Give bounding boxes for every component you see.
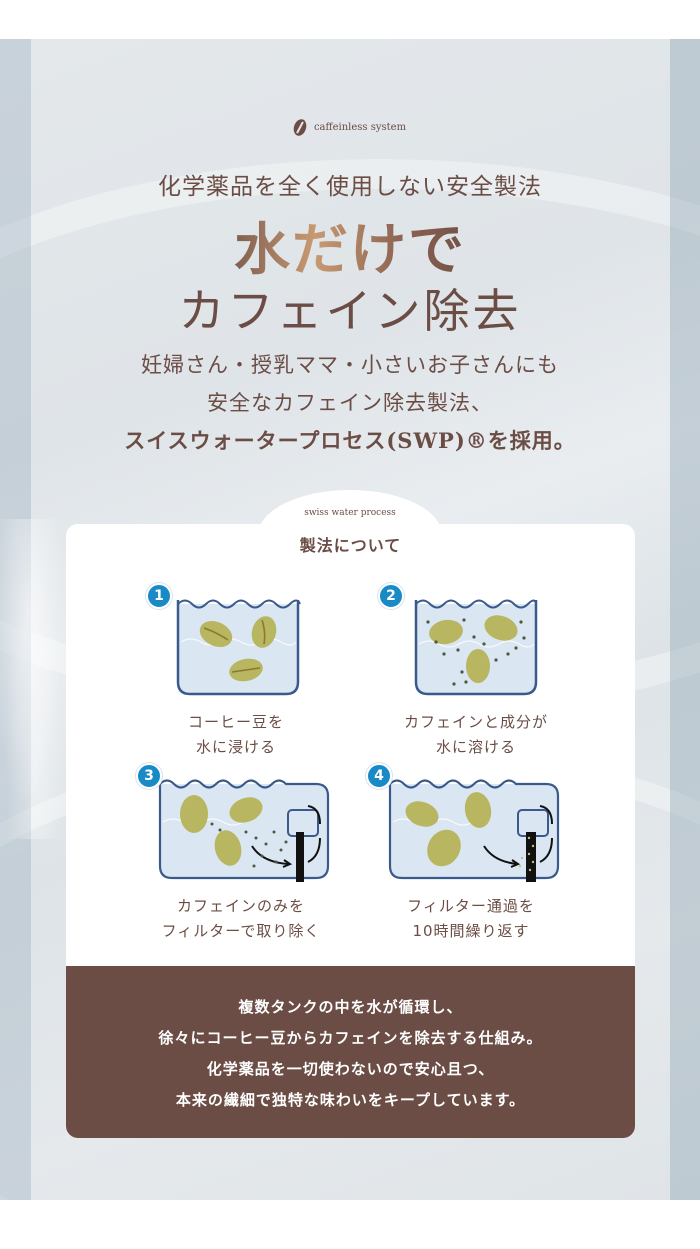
step-number-badge: 3 bbox=[136, 763, 162, 789]
hero-background: caffeinless system 化学薬品を全く使用しない安全製法 水だけで… bbox=[0, 39, 700, 1200]
process-tab-label: swiss water process bbox=[304, 508, 396, 518]
process-step-2: 2 カフェインと成分が 水に溶ける bbox=[366, 582, 586, 762]
step-caption: コーヒー豆を 水に浸ける bbox=[136, 710, 336, 760]
water-splash bbox=[0, 519, 70, 839]
step-number-badge: 1 bbox=[146, 583, 172, 609]
repeat-filter-illustration bbox=[388, 779, 560, 882]
step-number-badge: 4 bbox=[366, 763, 392, 789]
right-edge-strip bbox=[670, 39, 700, 1200]
process-step-1: 1 コーヒー豆を 水に浸ける bbox=[136, 582, 336, 762]
step-caption-line2: 10時間繰り返す bbox=[412, 922, 530, 940]
lead-line2: 安全なカフェイン除去製法、 bbox=[207, 391, 493, 415]
step-number-badge: 2 bbox=[378, 583, 404, 609]
summary-line1: 複数タンクの中を水が循環し、 bbox=[238, 998, 463, 1016]
lead-line1: 妊婦さん・授乳ママ・小さいお子さんにも bbox=[141, 353, 559, 377]
step-caption-line2: フィルターで取り除く bbox=[161, 922, 321, 940]
step-caption: フィルター通過を 10時間繰り返す bbox=[366, 894, 576, 944]
brand-header: caffeinless system bbox=[0, 117, 700, 140]
process-title: 製法について bbox=[299, 536, 402, 555]
soak-beans-illustration bbox=[176, 599, 301, 696]
summary-line3: 化学薬品を一切使わないので安心且つ、 bbox=[206, 1060, 495, 1078]
step-caption-line1: カフェインのみを bbox=[176, 897, 305, 915]
step-caption: カフェインのみを フィルターで取り除く bbox=[136, 894, 346, 944]
step-caption-line1: コーヒー豆を bbox=[187, 713, 284, 731]
process-step-3: 3 カフェインのみを フィルターで取り除く bbox=[136, 762, 346, 952]
lead-line3: スイスウォータープロセス(SWP)®を採用。 bbox=[124, 428, 576, 453]
step-caption-line1: フィルター通過を bbox=[407, 897, 535, 915]
step-caption-line2: 水に浸ける bbox=[195, 738, 276, 756]
process-step-4: 4 フィルター通過を 10時間繰り返す bbox=[366, 762, 576, 952]
hero-title-line1: 水だけで bbox=[0, 205, 700, 286]
process-card: 製法について 1 コーヒー豆を 水に浸ける bbox=[66, 524, 635, 1138]
summary-line4: 本来の繊細で独特な味わいをキープしています。 bbox=[175, 1091, 526, 1109]
step-caption: カフェインと成分が 水に溶ける bbox=[366, 710, 586, 760]
brand-label: caffeinless system bbox=[313, 122, 407, 133]
step-caption-line1: カフェインと成分が bbox=[403, 713, 548, 731]
hero-title-line2: カフェイン除去 bbox=[178, 284, 522, 338]
coffee-bean-icon bbox=[291, 117, 309, 138]
summary-text: 複数タンクの中を水が循環し、 徐々にコーヒー豆からカフェインを除去する仕組み。 … bbox=[66, 992, 635, 1116]
hero-subtitle: 化学薬品を全く使用しない安全製法 bbox=[158, 174, 542, 200]
summary-line2: 徐々にコーヒー豆からカフェインを除去する仕組み。 bbox=[158, 1029, 543, 1047]
summary-panel: 複数タンクの中を水が循環し、 徐々にコーヒー豆からカフェインを除去する仕組み。 … bbox=[66, 966, 635, 1138]
filter-caffeine-illustration bbox=[158, 779, 330, 882]
lead-text: 妊婦さん・授乳ママ・小さいお子さんにも 安全なカフェイン除去製法、 スイスウォー… bbox=[0, 346, 700, 460]
dissolve-caffeine-illustration bbox=[414, 599, 538, 696]
step-caption-line2: 水に溶ける bbox=[435, 738, 516, 756]
